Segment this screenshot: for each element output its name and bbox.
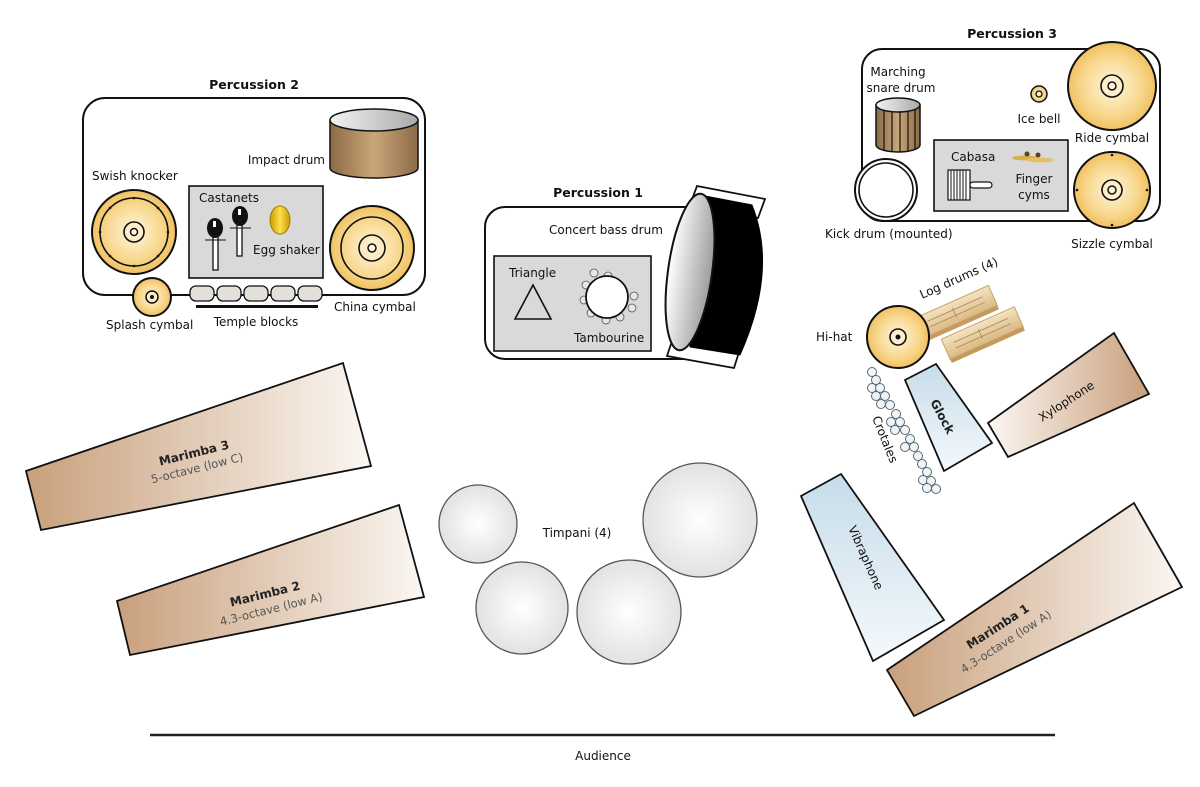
china-cymbal-label: China cymbal: [334, 300, 416, 314]
percussion-2-small-instruments-tray: [188, 185, 324, 279]
impact-drum-icon: [329, 108, 419, 179]
timpani-drum-3: [576, 559, 682, 665]
finger-cyms-label-line1: Finger: [1016, 172, 1053, 186]
ice-bell-label: Ice bell: [1017, 112, 1060, 126]
marimba-2-icon: [115, 503, 426, 657]
sizzle-cymbal-label: Sizzle cymbal: [1071, 237, 1153, 251]
marimba-1: Marimba 1 4.3-octave (low A): [885, 501, 1184, 718]
swish-knocker-label: Swish knocker: [92, 169, 178, 183]
marching-snare-label-line1: Marching: [870, 65, 925, 79]
cabasa-icon: [947, 169, 993, 201]
marimba-1-icon: [885, 501, 1184, 718]
tambourine-icon: [579, 268, 639, 325]
castanets-label: Castanets: [199, 191, 259, 205]
marimba-3: Marimba 3 5-octave (low C): [24, 361, 373, 532]
impact-drum-label: Impact drum: [248, 153, 325, 167]
concert-bass-drum-label: Concert bass drum: [549, 223, 663, 237]
percussion-1-group: Percussion 1 Concert bass drum Triangle …: [484, 184, 767, 370]
timpani-drum-1: [438, 484, 518, 564]
ride-cymbal-icon: [1067, 41, 1157, 131]
triangle-icon: [513, 283, 553, 320]
splash-cymbal-icon: [132, 277, 172, 317]
tambourine-label: Tambourine: [573, 331, 644, 345]
timpani-label: Timpani (4): [542, 526, 612, 540]
triangle-label: Triangle: [508, 266, 556, 280]
temple-blocks-icon: [189, 285, 323, 308]
china-cymbal-icon: [329, 205, 415, 291]
crotales-icon: [867, 367, 941, 494]
kick-drum-label: Kick drum (mounted): [825, 227, 953, 241]
egg-shaker-icon: [269, 205, 291, 235]
timpani-drum-4: [642, 462, 758, 578]
concert-bass-drum-icon: [664, 184, 767, 370]
finger-cyms-label-line2: cyms: [1018, 188, 1050, 202]
timpani-drum-2: [475, 561, 569, 655]
kick-drum-icon: [854, 158, 918, 222]
hi-hat-label: Hi-hat: [816, 330, 853, 344]
ride-cymbal-label: Ride cymbal: [1075, 131, 1149, 145]
hi-hat-icon: [866, 305, 930, 369]
audience-label: Audience: [575, 749, 631, 763]
cabasa-label: Cabasa: [951, 150, 995, 164]
sizzle-cymbal-icon: [1073, 151, 1151, 229]
ice-bell-icon: [1030, 85, 1048, 103]
marching-snare-drum-icon: [875, 97, 921, 153]
vibraphone-icon: [799, 472, 946, 663]
marimba-2: Marimba 2 4.3-octave (low A): [115, 503, 426, 657]
finger-cymbals-icon: [1012, 151, 1054, 163]
percussion-2-title: Percussion 2: [209, 77, 299, 92]
temple-blocks-label: Temple blocks: [213, 315, 299, 329]
percussion-3-title: Percussion 3: [967, 26, 1057, 41]
percussion-3-group: Percussion 3 Marching snare drum Ice bel…: [825, 26, 1161, 251]
percussion-2-group: Percussion 2 Impact drum Swish knocker C…: [82, 77, 426, 332]
egg-shaker-label: Egg shaker: [253, 243, 320, 257]
marching-snare-label-line2: snare drum: [867, 81, 936, 95]
castanets-icon: [205, 206, 251, 271]
splash-cymbal-label: Splash cymbal: [106, 318, 193, 332]
timpani-group: Timpani (4): [438, 462, 758, 665]
percussion-1-title: Percussion 1: [553, 185, 643, 200]
swish-knocker-icon: [91, 189, 177, 275]
glock-icon: [903, 362, 994, 473]
marimba-3-icon: [24, 361, 373, 532]
xylophone-icon: [986, 331, 1151, 459]
